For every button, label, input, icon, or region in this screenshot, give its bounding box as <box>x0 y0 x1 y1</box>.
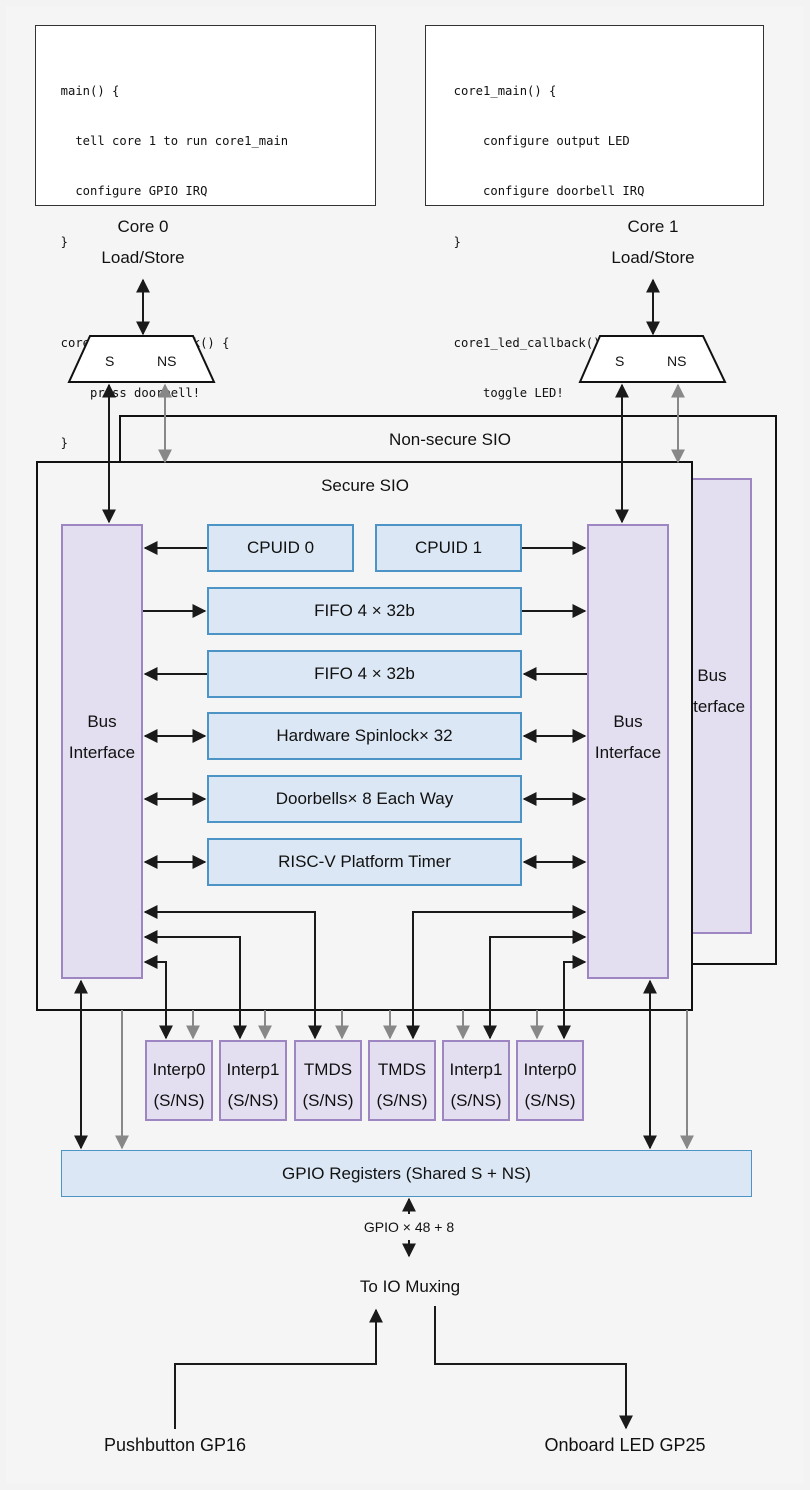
cpuid0-block: CPUID 0 <box>207 524 354 572</box>
onboard-led-label: Onboard LED GP25 <box>544 1435 706 1455</box>
core1-code-box: core1_main() { configure output LED conf… <box>425 25 764 450</box>
bus-interface-right-label: Bus Interface <box>594 712 662 762</box>
code-line: main() { <box>46 83 120 98</box>
core1-mux-s-label: S <box>615 353 625 369</box>
interp-block: Interp0(S/NS) <box>145 1040 213 1121</box>
interp-block: Interp1(S/NS) <box>442 1040 510 1121</box>
code-line: } <box>46 436 69 451</box>
bus-interface-left <box>61 524 143 979</box>
gpio-width-label: GPIO × 48 + 8 <box>339 1219 479 1235</box>
code-line: toggle LED! <box>439 385 564 400</box>
core0-mux-s-label: S <box>105 353 115 369</box>
core0-port-label: Load/Store <box>101 248 185 267</box>
nonsecure-bus-interface-label: Bus Interface <box>693 666 746 716</box>
code-line: configure doorbell IRQ <box>439 184 645 199</box>
core1-label: Core 1 <box>627 217 679 236</box>
io-muxing-label: To IO Muxing <box>359 1277 461 1296</box>
core1-mux-ns-label: NS <box>667 353 687 369</box>
nonsecure-sio-title: Non-secure SIO <box>389 430 511 449</box>
core0-label: Core 0 <box>117 217 169 236</box>
code-line: } <box>46 234 69 249</box>
interp-block: Interp1(S/NS) <box>219 1040 287 1121</box>
code-line: core1_main() { <box>439 83 557 98</box>
timer-block: RISC-V Platform Timer <box>207 838 522 886</box>
gpio-registers: GPIO Registers (Shared S + NS) <box>61 1150 752 1197</box>
interp-block: Interp0(S/NS) <box>516 1040 584 1121</box>
code-line: } <box>439 234 462 249</box>
code-line: tell core 1 to run core1_main <box>46 133 289 148</box>
secure-sio-title: Secure SIO <box>321 476 409 495</box>
fifo-core0-to-core1: FIFO 4 × 32b <box>207 587 522 635</box>
cpuid1-block: CPUID 1 <box>375 524 522 572</box>
bus-interface-right <box>587 524 669 979</box>
core1-port-label: Load/Store <box>611 248 695 267</box>
doorbells-block: Doorbells× 8 Each Way <box>207 775 522 823</box>
tmds-block: TMDS(S/NS) <box>294 1040 362 1121</box>
nonsecure-bus-interface <box>689 478 752 934</box>
core1-ss-mux <box>578 335 727 383</box>
tmds-block: TMDS(S/NS) <box>368 1040 436 1121</box>
core0-mux-ns-label: NS <box>157 353 177 369</box>
spinlock-block: Hardware Spinlock× 32 <box>207 712 522 760</box>
core0-ss-mux <box>67 335 216 383</box>
fifo-core1-to-core0: FIFO 4 × 32b <box>207 650 522 698</box>
code-line: configure GPIO IRQ <box>46 184 208 199</box>
bus-interface-left-label: Bus Interface <box>68 712 136 762</box>
code-line: configure output LED <box>439 133 630 148</box>
pushbutton-label: Pushbutton GP16 <box>103 1435 247 1455</box>
